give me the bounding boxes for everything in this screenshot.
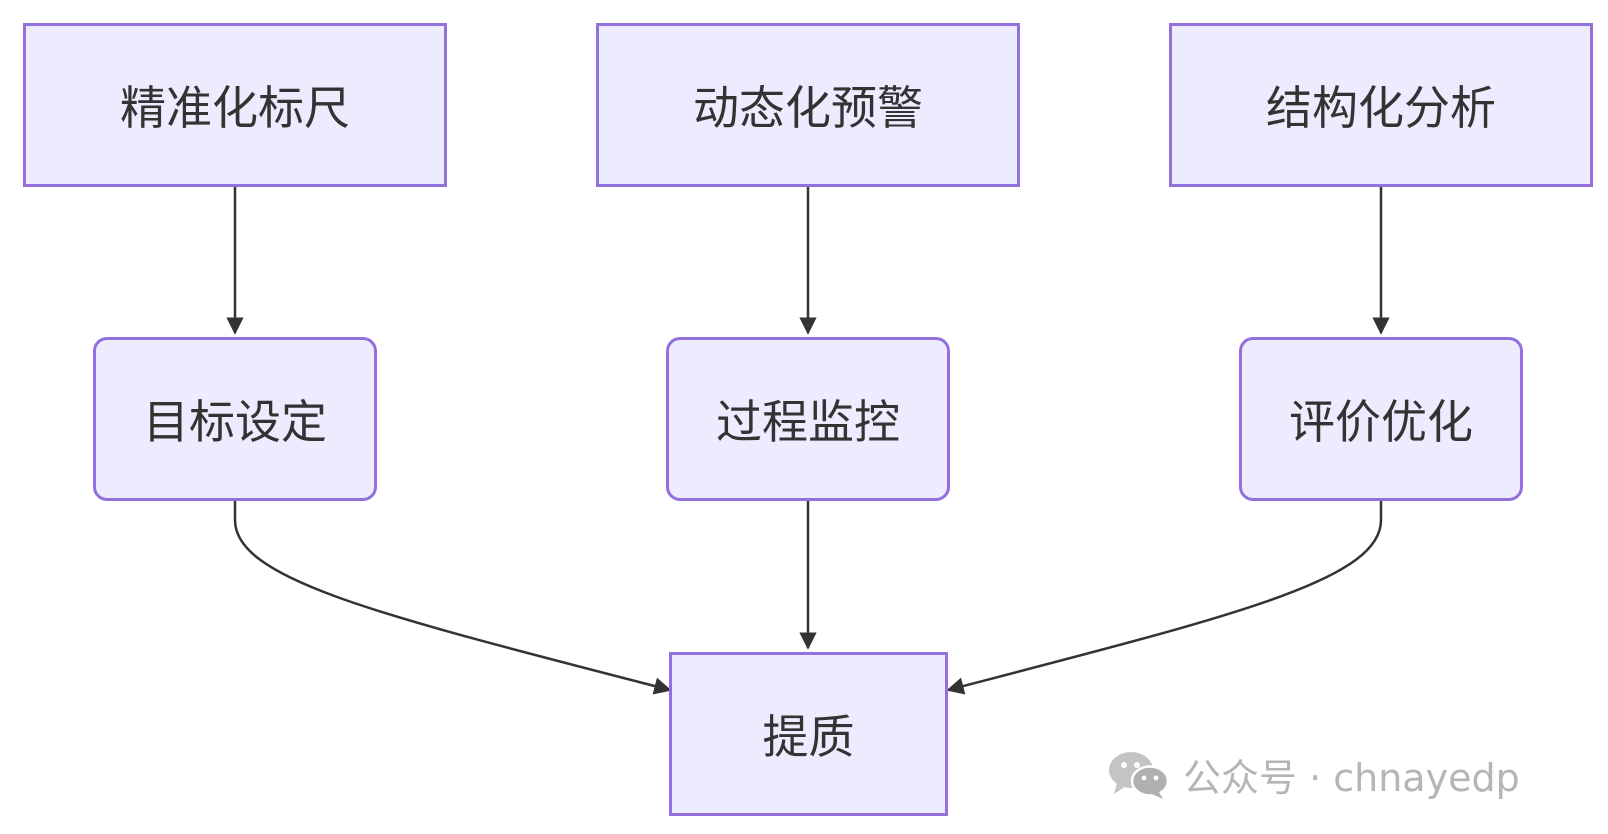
edge-goal-to-quality: [233, 501, 672, 695]
node-structured-analysis-label: 结构化分析: [1266, 81, 1496, 135]
node-precision-ruler: 精准化标尺: [23, 23, 447, 187]
node-evaluation-optimization-label: 评价优化: [1289, 395, 1473, 449]
watermark: 公众号 · chnayedp: [1107, 748, 1520, 800]
watermark-text: 公众号 · chnayedp: [1183, 755, 1520, 800]
node-dynamic-alert-label: 动态化预警: [693, 81, 923, 135]
node-process-monitoring: 过程监控: [666, 337, 950, 501]
node-evaluation-optimization: 评价优化: [1239, 337, 1523, 501]
node-quality-improvement-label: 提质: [762, 710, 855, 764]
wechat-icon: [1109, 752, 1169, 799]
node-goal-setting-label: 目标设定: [143, 395, 327, 449]
node-structured-analysis: 结构化分析: [1169, 23, 1593, 187]
node-dynamic-alert: 动态化预警: [596, 23, 1020, 187]
node-quality-improvement: 提质: [669, 652, 948, 816]
node-process-monitoring-label: 过程监控: [716, 395, 900, 449]
node-goal-setting: 目标设定: [93, 337, 377, 501]
node-precision-ruler-label: 精准化标尺: [120, 81, 350, 135]
edge-evaluation-to-quality: [946, 501, 1383, 695]
